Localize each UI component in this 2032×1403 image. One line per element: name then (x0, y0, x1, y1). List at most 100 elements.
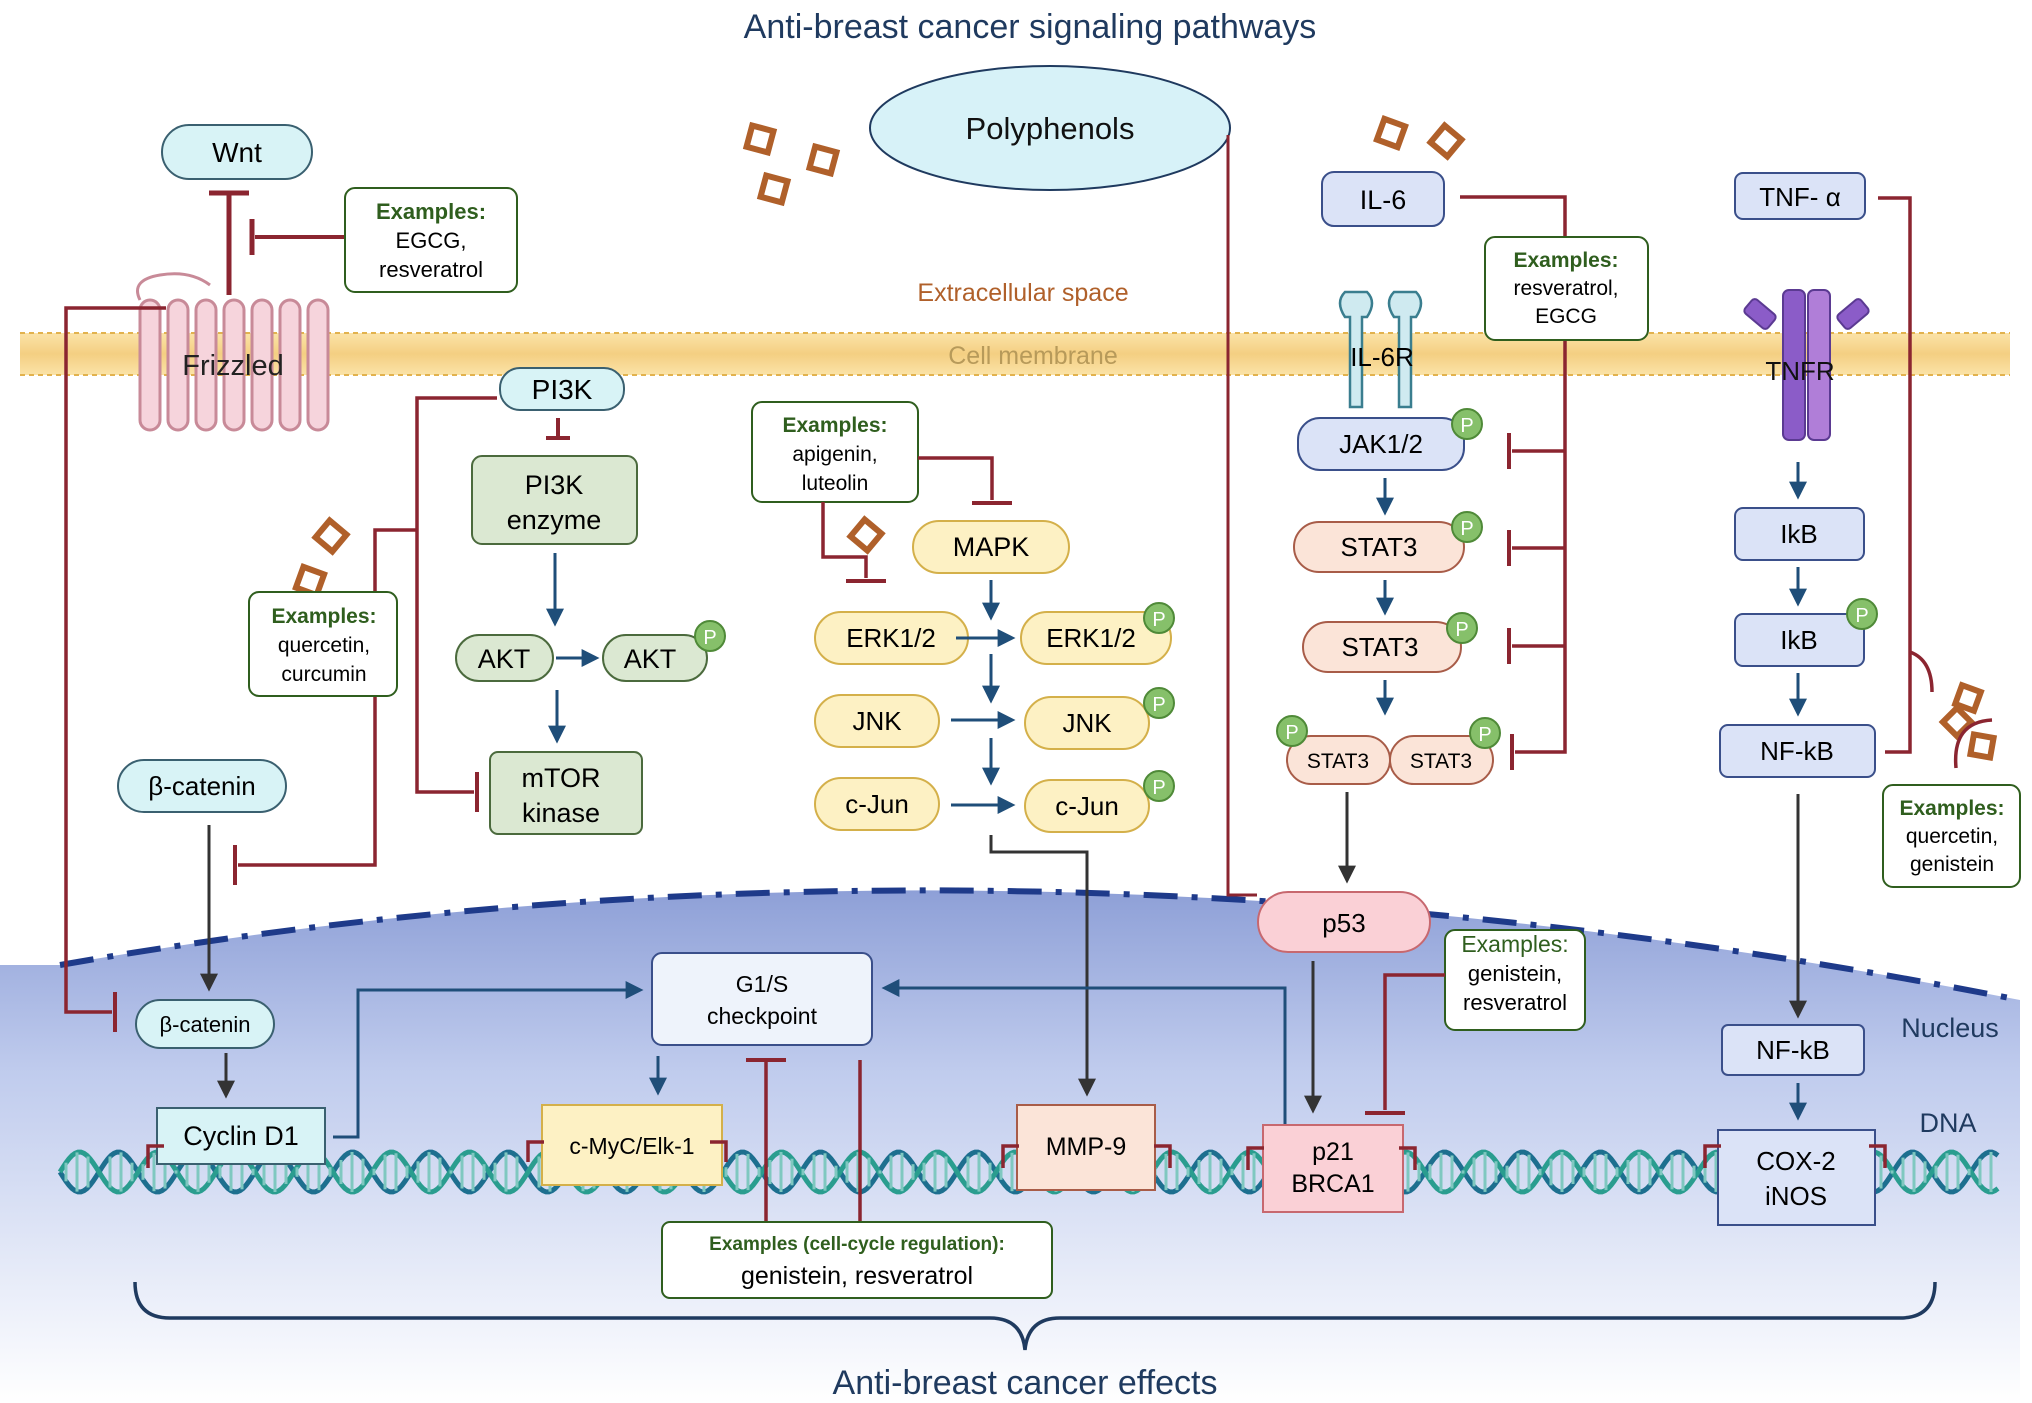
dna-label: DNA (1919, 1108, 1976, 1138)
examples-mapk-line2: luteolin (802, 472, 869, 495)
examples-il6-line2: EGCG (1535, 305, 1597, 328)
beta-catenin-nuclear-label: β-catenin (160, 1012, 251, 1037)
tnfr-label: TNFR (1765, 356, 1834, 386)
phospho-badge-ikb-label: P (1855, 605, 1868, 627)
stat3-label-a: STAT3 (1340, 532, 1417, 562)
wnt-label: Wnt (212, 137, 262, 168)
phospho-badge-stat3-a (1451, 511, 1483, 543)
phospho-badge-stat3-a-label: P (1460, 518, 1473, 540)
cyclin-d1-label: Cyclin D1 (183, 1121, 299, 1151)
frizzled-receptor (136, 272, 330, 432)
effects-label: Anti-breast cancer effects (833, 1364, 1218, 1402)
examples-tnf-line2: genistein (1910, 853, 1994, 876)
examples-cellcycle-line1: genistein, resveratrol (741, 1262, 973, 1290)
ikb-label: IkB (1780, 519, 1818, 549)
erk-phospho-label: ERK1/2 (1046, 623, 1136, 653)
mtor-node (489, 751, 643, 835)
beta-catenin-nuclear-node (135, 999, 275, 1049)
mapk-label: MAPK (953, 532, 1030, 562)
akt-phospho-node (602, 634, 708, 682)
dna-promoter-marks (146, 1140, 1887, 1170)
nfkb-nuclear-node (1721, 1024, 1865, 1076)
jak-node (1297, 417, 1465, 471)
nfkb-label: NF-kB (1760, 736, 1834, 766)
cjun-node (814, 777, 940, 831)
p53-label: p53 (1322, 908, 1365, 938)
wnt-node (161, 124, 313, 180)
cyclin-d1-node (156, 1107, 326, 1165)
nfkb-node (1719, 724, 1876, 778)
il6r-label: IL-6R (1350, 342, 1414, 372)
pi3k-enzyme-node (471, 455, 638, 545)
phospho-badge-jak-label: P (1460, 415, 1473, 437)
examples-pi3k-line1: quercetin, (278, 634, 370, 657)
examples-box-tnf (1882, 784, 2021, 888)
effects-brace (133, 1281, 1937, 1351)
jnk-label: JNK (852, 706, 902, 736)
stat3-node-a (1293, 521, 1465, 573)
phospho-badge-stat3-dimer-right-label: P (1478, 724, 1491, 746)
jnk-node (814, 694, 940, 748)
phospho-badge-stat3-b (1446, 612, 1478, 644)
examples-box-p53 (1444, 929, 1586, 1031)
nucleus-label: Nucleus (1901, 1013, 1999, 1043)
beta-catenin-node (117, 759, 287, 813)
examples-p53-title: Examples: (1461, 931, 1568, 957)
examples-il6-title: Examples: (1513, 249, 1618, 272)
ikb-phospho-node (1734, 613, 1865, 667)
tnf-label: TNF- α (1759, 182, 1840, 212)
examples-mapk-line1: apigenin, (792, 443, 877, 466)
pi3k-node (499, 367, 625, 411)
tnf-node (1734, 172, 1866, 220)
akt-label: AKT (478, 644, 531, 674)
examples-pi3k-title: Examples: (271, 605, 376, 628)
erk-label: ERK1/2 (846, 623, 936, 653)
mapk-node (912, 520, 1070, 574)
stat3-dimer-right (1389, 735, 1494, 785)
phospho-badges: P P P P P P P P P P (694, 408, 1878, 802)
cmyc-label: c-MyC/Elk-1 (569, 1133, 694, 1159)
phospho-badge-stat3-dimer-left (1276, 715, 1308, 747)
cox2-line2: iNOS (1765, 1181, 1827, 1211)
p21-brca1-node (1262, 1124, 1404, 1213)
cox2-node (1717, 1129, 1876, 1226)
extracellular-label: Extracellular space (917, 279, 1128, 307)
examples-mapk-title: Examples: (782, 414, 887, 437)
examples-box-cellcycle (661, 1221, 1053, 1299)
polyphenols-label: Polyphenols (966, 111, 1135, 146)
g1s-line2: checkpoint (707, 1003, 818, 1029)
examples-tnf-title: Examples: (1899, 797, 2004, 820)
jnk-phospho-node (1024, 696, 1150, 750)
examples-wnt-line2: resveratrol (379, 257, 483, 282)
ikb-node (1734, 507, 1865, 561)
mtor-line2: kinase (522, 798, 600, 828)
il6-label: IL-6 (1360, 185, 1407, 215)
membrane-label: Cell membrane (948, 342, 1118, 370)
cox2-line1: COX-2 (1756, 1146, 1835, 1176)
examples-p53-line2: resveratrol (1463, 990, 1567, 1015)
stat3-dimer-right-label: STAT3 (1410, 750, 1472, 773)
erk-phospho-node (1020, 611, 1172, 665)
examples-il6-line1: resveratrol, (1513, 277, 1618, 300)
jnk-phospho-label: JNK (1062, 708, 1112, 738)
examples-wnt-title: Examples: (376, 199, 486, 224)
phospho-badge-akt-label: P (703, 627, 716, 649)
g1s-checkpoint-node (651, 952, 873, 1046)
pi3k-label: PI3K (532, 374, 593, 405)
akt-node (455, 634, 554, 682)
mmp9-label: MMP-9 (1046, 1133, 1127, 1161)
examples-wnt-line1: EGCG, (396, 228, 467, 253)
examples-box-wnt (344, 187, 518, 293)
jak-label: JAK1/2 (1339, 429, 1423, 459)
phospho-badge-jnk (1143, 687, 1175, 719)
p21-line2: BRCA1 (1291, 1170, 1374, 1198)
pi3k-enzyme-line1: PI3K (525, 470, 584, 500)
beta-catenin-label: β-catenin (148, 771, 255, 801)
examples-pi3k-line2: curcumin (281, 663, 366, 686)
akt-phospho-label: AKT (624, 644, 677, 674)
phospho-badge-jnk-label: P (1152, 694, 1165, 716)
nuclear-envelope (59, 887, 2021, 1003)
phospho-badge-stat3-dimer-left-label: P (1285, 722, 1298, 744)
stat3-node-b (1302, 621, 1462, 673)
